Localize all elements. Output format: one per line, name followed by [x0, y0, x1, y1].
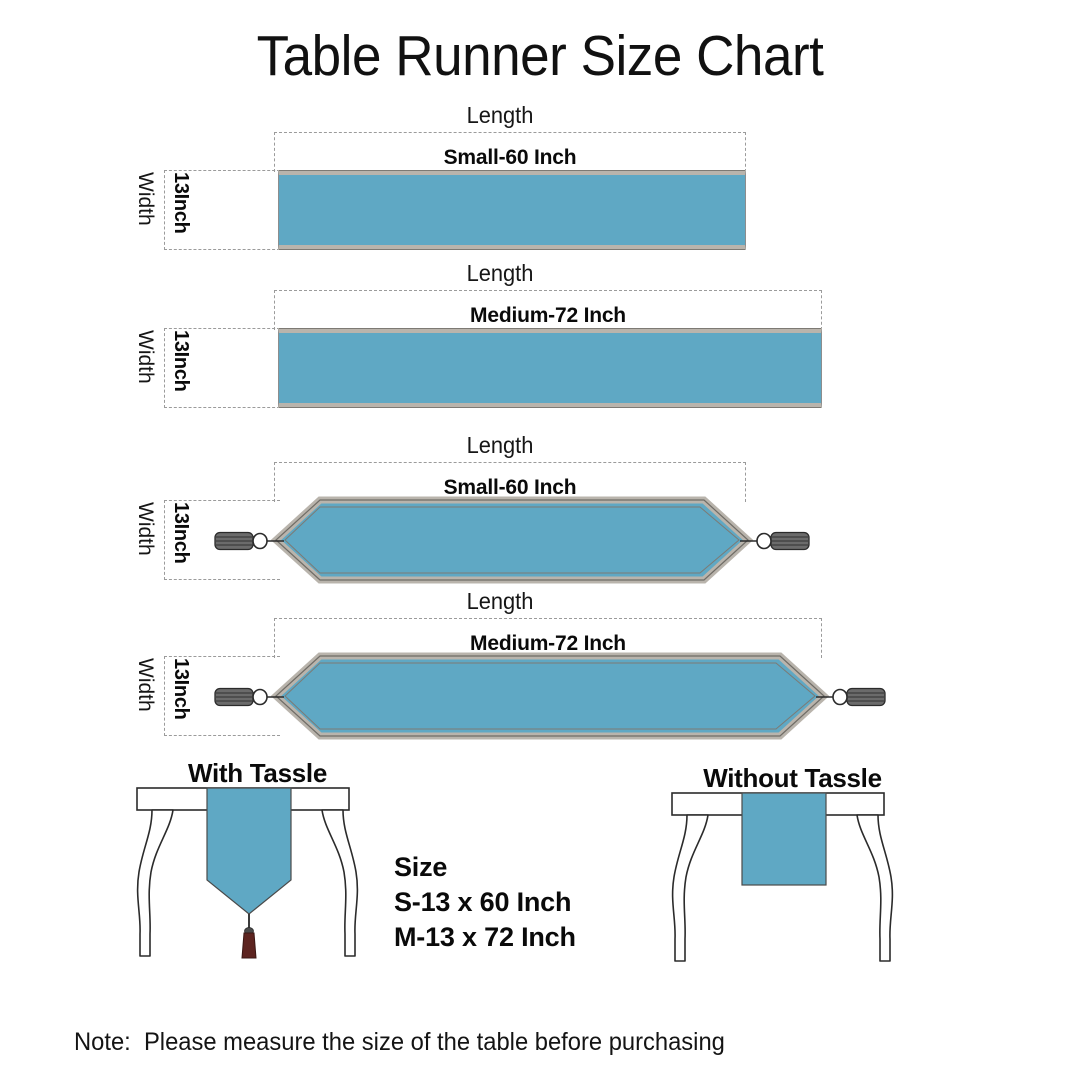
with-tassle-caption: With Tassle [187, 758, 327, 788]
tassel-right [740, 526, 810, 556]
table-illustration-with-tassle [125, 787, 370, 963]
table-illustration-without-tassle [660, 792, 905, 968]
width-measure-box [164, 170, 280, 250]
inch-label: 13Inch [170, 330, 192, 392]
width-measure-box [164, 500, 280, 580]
runner-size-label: Small-60 Inch [443, 476, 577, 499]
length-caption: Length [466, 260, 534, 286]
width-label: Width [134, 330, 157, 384]
size-line-medium: M-13 x 72 Inch [394, 922, 576, 952]
width-label: Width [134, 502, 157, 556]
runner-size-label: Medium-72 Inch [470, 304, 626, 327]
runner-body-rectangle [278, 170, 746, 250]
length-caption: Length [466, 588, 534, 614]
width-measure-box [164, 328, 280, 408]
runner-size-label: Small-60 Inch [443, 146, 577, 169]
tassel-left [214, 682, 284, 712]
runner-section-medium-plain: Length Medium-72 Inch 13Inch Width [0, 258, 1080, 418]
length-measure-box: Medium-72 Inch [274, 290, 822, 330]
tassel-right [816, 682, 886, 712]
runner-section-small-plain: Length Small-60 Inch 13Inch Width [0, 100, 1080, 260]
runner-body-pointed [270, 496, 754, 584]
runner-body-rectangle [278, 328, 822, 408]
length-caption: Length [466, 432, 534, 458]
inch-label: 13Inch [170, 502, 192, 564]
length-measure-box: Small-60 Inch [274, 132, 746, 172]
inch-label: 13Inch [170, 658, 192, 720]
runner-body-pointed [270, 652, 830, 740]
page-title: Table Runner Size Chart [256, 24, 824, 88]
runner-size-label: Medium-72 Inch [470, 632, 626, 655]
length-measure-box: Small-60 Inch [274, 462, 746, 502]
runner-section-small-tassel: Length Small-60 Inch 13Inch Width [0, 430, 1080, 595]
length-measure-box: Medium-72 Inch [274, 618, 822, 658]
width-label: Width [134, 658, 157, 712]
runner-section-medium-tassel: Length Medium-72 Inch 13Inch Width [0, 586, 1080, 751]
size-block: Size S-13 x 60 Inch M-13 x 72 Inch [394, 850, 576, 955]
without-tassle-caption: Without Tassle [703, 763, 882, 793]
width-label: Width [134, 172, 157, 226]
tassel-left [214, 526, 284, 556]
inch-label: 13Inch [170, 172, 192, 234]
size-line-small: S-13 x 60 Inch [394, 887, 572, 917]
footer-note: Note: Please measure the size of the tab… [74, 1028, 725, 1056]
size-heading: Size [394, 852, 448, 882]
length-caption: Length [466, 102, 534, 128]
width-measure-box [164, 656, 280, 736]
